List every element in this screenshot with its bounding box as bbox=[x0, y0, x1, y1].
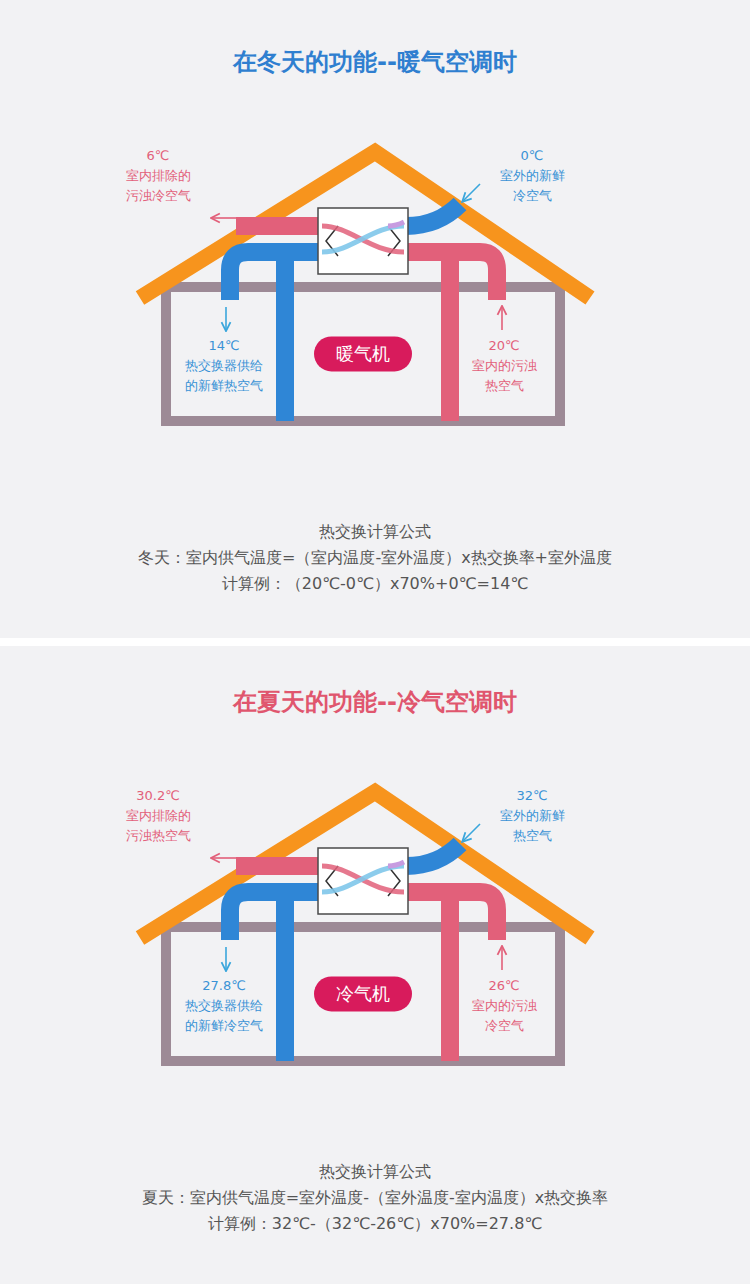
airflow-label: 室内排除的 污浊冷空气 bbox=[108, 166, 208, 205]
temperature-label: 6℃ bbox=[147, 146, 170, 166]
formula-text: 夏天：室内供气温度=室外温度-（室外温度-室内温度）x热交换率 bbox=[142, 1186, 608, 1210]
formula-example: 计算例：（20℃-0℃）x70%+0℃=14℃ bbox=[222, 572, 529, 596]
temperature-label: 30.2℃ bbox=[136, 786, 180, 806]
formula-text: 冬天：室内供气温度=（室内温度-室外温度）x热交换率+室外温度 bbox=[138, 546, 612, 570]
temperature-label: 27.8℃ bbox=[202, 976, 246, 996]
panel-divider bbox=[0, 638, 750, 646]
appliance-pill: 暖气机 bbox=[314, 336, 412, 371]
airflow-label: 室内的污浊 冷空气 bbox=[454, 996, 554, 1035]
airflow-label: 室内的污浊 热空气 bbox=[454, 356, 554, 395]
temperature-label: 26℃ bbox=[488, 976, 519, 996]
airflow-label: 室外的新鲜 冷空气 bbox=[482, 166, 582, 205]
airflow-label: 室内排除的 污浊热空气 bbox=[108, 806, 208, 845]
airflow-label: 热交换器供给 的新鲜冷空气 bbox=[174, 996, 274, 1035]
summer-house bbox=[140, 792, 590, 1061]
formula-heading: 热交换计算公式 bbox=[319, 520, 431, 544]
airflow-label: 室外的新鲜 热空气 bbox=[482, 806, 582, 845]
panel-title: 在夏天的功能--冷气空调时 bbox=[233, 684, 517, 720]
formula-example: 计算例：32℃-（32℃-26℃）x70%=27.8℃ bbox=[208, 1212, 543, 1236]
airflow-label: 热交换器供给 的新鲜热空气 bbox=[174, 356, 274, 395]
temperature-label: 20℃ bbox=[488, 336, 519, 356]
temperature-label: 32℃ bbox=[516, 786, 547, 806]
temperature-label: 14℃ bbox=[208, 336, 239, 356]
appliance-pill: 冷气机 bbox=[314, 976, 412, 1011]
panel-title: 在冬天的功能--暖气空调时 bbox=[233, 44, 517, 80]
appliance-name: 冷气机 bbox=[336, 983, 390, 1004]
formula-heading: 热交换计算公式 bbox=[319, 1160, 431, 1184]
winter-house bbox=[140, 152, 590, 421]
temperature-label: 0℃ bbox=[521, 146, 544, 166]
appliance-name: 暖气机 bbox=[336, 343, 390, 364]
